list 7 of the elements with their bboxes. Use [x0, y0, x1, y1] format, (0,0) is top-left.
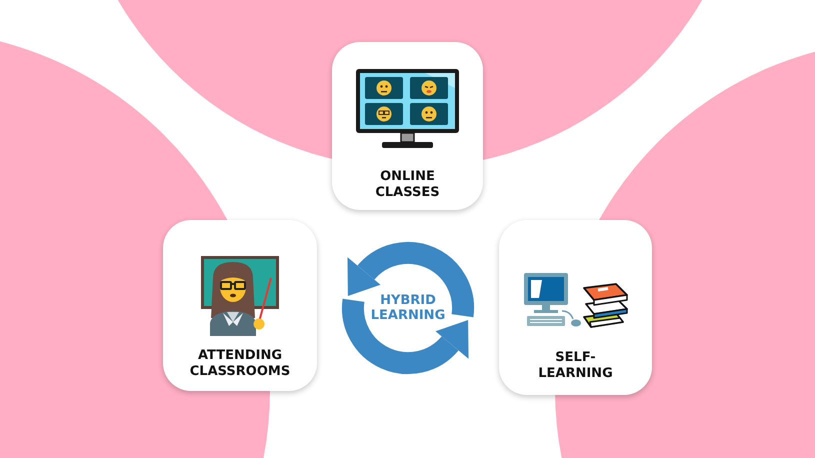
category-card [499, 220, 652, 395]
card-title: ATTENDING CLASSROOMS [188, 348, 292, 380]
category-card [163, 220, 317, 391]
hub-title: HYBRID LEARNING [370, 293, 446, 323]
category-card [332, 42, 483, 210]
card-title: ONLINE CLASSES [374, 169, 441, 201]
card-title: SELF- LEARNING [537, 350, 614, 382]
